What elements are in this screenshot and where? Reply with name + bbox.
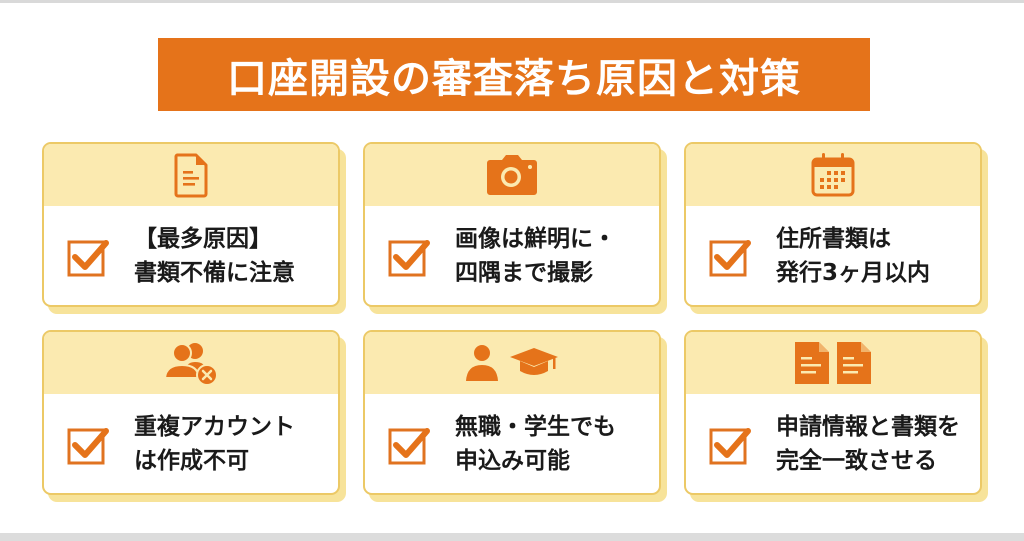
checkbox-checked-icon [66,421,112,467]
card-clear-image: 画像は鮮明に・ 四隅まで撮影 [363,142,661,307]
checkbox-checked-icon [66,233,112,279]
card-text-line2: 書類不備に注意 [134,259,295,286]
card-text-line1: 重複アカウント [134,413,295,440]
card-text-line1: 住所書類は [776,225,891,252]
card-text-line2: 完全一致させる [776,447,937,474]
camera-icon [486,154,538,196]
calendar-icon [810,152,856,198]
person-graduation-cap-icon [464,343,560,383]
card-text-line1: 申請情報と書類を [776,413,960,440]
bottom-border [0,533,1024,541]
duplicate-users-x-icon [162,340,220,386]
card-address-document: 住所書類は 発行3ヶ月以内 [684,142,982,307]
card-text-line1: 画像は鮮明に・ [455,225,616,252]
card-text-line2: は作成不可 [134,447,249,474]
page-title: 口座開設の審査落ち原因と対策 [158,38,870,111]
card-match-info-documents: 申請情報と書類を 完全一致させる [684,330,982,495]
checkbox-checked-icon [708,233,754,279]
checkbox-checked-icon [708,421,754,467]
card-duplicate-account: 重複アカウント は作成不可 [42,330,340,495]
top-border [0,0,1024,3]
card-text-line2: 申込み可能 [455,447,570,474]
card-text-line2: 発行3ヶ月以内 [776,259,931,286]
checkbox-checked-icon [387,421,433,467]
document-icon [173,152,209,198]
card-text-line2: 四隅まで撮影 [455,259,593,286]
card-text-line1: 【最多原因】 [134,225,272,252]
card-text-line1: 無職・学生でも [455,413,616,440]
card-unemployed-student: 無職・学生でも 申込み可能 [363,330,661,495]
card-document-deficiency: 【最多原因】 書類不備に注意 [42,142,340,307]
two-documents-icon [793,340,873,386]
checkbox-checked-icon [387,233,433,279]
